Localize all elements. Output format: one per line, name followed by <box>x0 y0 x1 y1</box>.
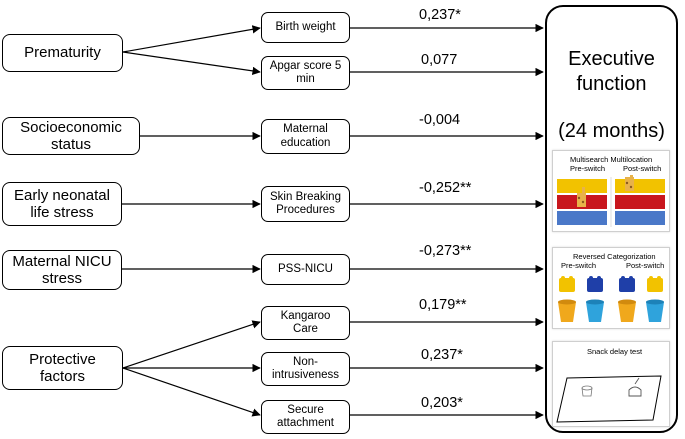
toy-block-icon <box>587 276 603 292</box>
snack-delay-illustration <box>556 375 662 423</box>
coefficient-birth-weight: 0,237* <box>419 7 461 23</box>
snack-delay-title: Snack delay test <box>587 347 643 356</box>
mediator-label: Non-intrusiveness <box>271 355 340 381</box>
table-surface <box>556 375 662 423</box>
coefficient-apgar: 0,077 <box>421 52 458 68</box>
outcome-subtitle: (24 months) <box>558 120 665 142</box>
multisearch-post-label: Post-switch <box>623 164 662 173</box>
bell-icon <box>628 377 642 397</box>
multisearch-post-red-box <box>615 195 665 209</box>
coefficient-non-intrusiveness: 0,237* <box>421 347 463 363</box>
mediator-pss-nicu: PSS-NICU <box>261 254 350 285</box>
categorization-pre-label: Pre-switch <box>561 261 597 270</box>
coefficient-pss-nicu: -0,273** <box>419 243 472 259</box>
categorization-task-panel: Reversed Categorization Pre-switch Post-… <box>552 247 670 329</box>
factor-prematurity: Prematurity <box>2 34 123 72</box>
toy-block-icon <box>559 276 575 292</box>
coefficient-kangaroo: 0,179** <box>419 297 467 313</box>
bucket-icon <box>618 302 636 322</box>
toy-block-icon <box>647 276 663 292</box>
arrow-protective-kangaroo <box>122 320 261 369</box>
giraffe-icon <box>577 187 586 207</box>
multisearch-post-blue-box <box>615 211 665 225</box>
arrow-prematurity-apgar <box>122 51 261 76</box>
multisearch-title: Multisearch Multilocation <box>570 155 653 164</box>
categorization-title: Reversed Categorization <box>573 252 656 261</box>
bucket-icon <box>558 302 576 322</box>
multisearch-illustration <box>557 175 665 227</box>
mediator-non-intrusiveness: Non-intrusiveness <box>261 352 350 386</box>
cup-icon <box>581 385 593 397</box>
bucket-icon <box>646 302 664 322</box>
giraffe-icon <box>625 175 634 191</box>
categorization-post-label: Post-switch <box>626 261 665 270</box>
factor-label: Prematurity <box>24 44 101 62</box>
mediator-label: Birth weight <box>275 20 336 33</box>
multisearch-pre-blue-box <box>557 211 607 225</box>
arrow-protective-attachment <box>122 367 261 417</box>
categorization-illustration <box>558 276 664 322</box>
mediator-label: PSS-NICU <box>278 262 333 275</box>
snack-delay-task-panel: Snack delay test <box>552 341 670 427</box>
arrow-prematurity-birthweight <box>122 25 261 53</box>
coefficient-secure-attachment: 0,203* <box>421 395 463 411</box>
multisearch-pre-label: Pre-switch <box>570 164 606 173</box>
coefficient-maternal-education: -0,004 <box>419 112 461 128</box>
mediator-birth-weight: Birth weight <box>261 12 350 43</box>
multisearch-post-yellow-box <box>615 179 665 193</box>
coefficient-skin-breaking: -0,252** <box>419 180 472 196</box>
bucket-icon <box>586 302 604 322</box>
multisearch-pre-yellow-box <box>557 179 607 193</box>
multisearch-task-panel: Multisearch Multilocation Pre-switch Pos… <box>552 150 670 232</box>
toy-block-icon <box>619 276 635 292</box>
